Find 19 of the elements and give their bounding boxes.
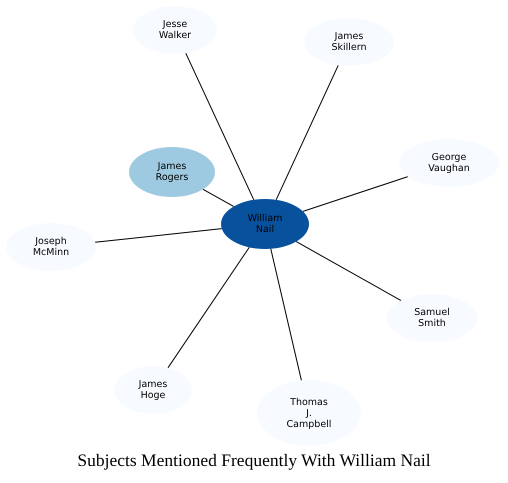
person-name: James Rogers <box>156 161 188 183</box>
person-name: James Skillern <box>331 31 367 53</box>
person-name: James Hoge <box>138 379 168 401</box>
connector-line <box>167 246 250 368</box>
name-ellipse <box>221 199 309 249</box>
connector-line <box>270 248 302 381</box>
person-name: Joseph McMinn <box>32 236 70 258</box>
connector-line <box>276 64 339 200</box>
person-name: William Nail <box>248 213 282 235</box>
person-name: Thomas J. Campbell <box>286 396 332 430</box>
connector-line <box>94 228 222 243</box>
connector-line <box>202 188 234 207</box>
connector-line <box>185 52 254 200</box>
person-name: Jesse Walker <box>158 19 192 41</box>
person-name: Samuel Smith <box>414 307 450 329</box>
connector-line <box>296 241 402 302</box>
diagram-caption: Subjects Mentioned Frequently With William Nail <box>76 450 432 471</box>
connector-line <box>302 176 408 212</box>
person-name: George Vaughan <box>428 152 470 174</box>
